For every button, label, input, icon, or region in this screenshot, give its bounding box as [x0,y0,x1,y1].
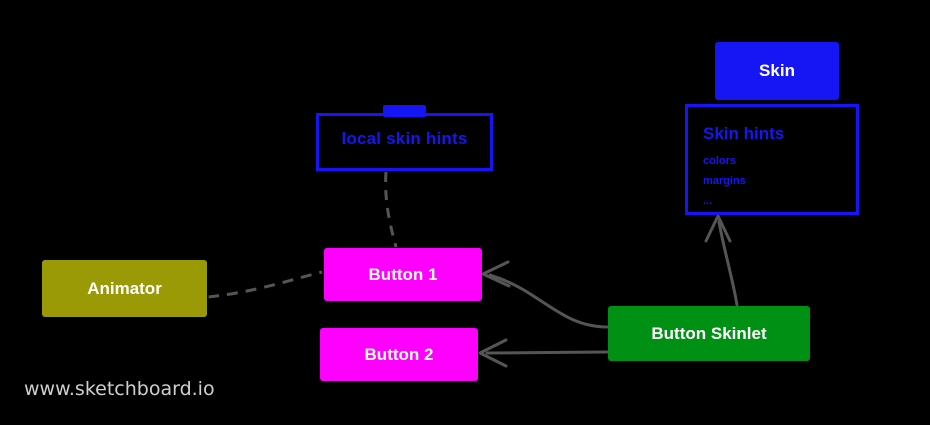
list-item: margins [703,175,746,187]
node-animator-label: Animator [87,278,162,298]
node-local-skin-hints-tab [383,105,426,117]
node-button1-label: Button 1 [368,264,438,284]
node-skin-hints-items: colors margins ... [703,151,850,211]
node-button1[interactable]: Button 1 [324,248,482,301]
node-skin[interactable]: Skin [715,42,839,100]
list-item: colors [703,155,737,167]
node-button-skinlet[interactable]: Button Skinlet [608,306,810,361]
arrowhead-button2 [478,338,508,368]
watermark: www.sketchboard.io [24,378,215,400]
node-skin-label: Skin [759,61,795,80]
edge-skinlet-to-skin-hints [717,220,739,307]
node-button2[interactable]: Button 2 [320,328,478,381]
node-button-skinlet-label: Button Skinlet [651,323,767,343]
node-button2-label: Button 2 [364,344,434,364]
edge-local-skin-hints-to-button1 [384,171,398,248]
node-local-skin-hints-title: local skin hints [341,129,468,148]
node-skin-hints-title: Skin hints [703,124,785,143]
node-skin-hints[interactable]: Skin hints colors margins ... [685,104,859,215]
node-animator[interactable]: Animator [42,260,207,317]
arrowhead-button1 [481,260,511,288]
arrowhead-skin-hints [704,214,732,243]
edge-skinlet-to-button2 [485,350,609,355]
list-item: ... [703,195,713,207]
edge-animator-to-button1 [207,270,323,299]
node-local-skin-hints[interactable]: local skin hints [316,113,493,171]
edge-skinlet-to-button1 [488,273,609,329]
